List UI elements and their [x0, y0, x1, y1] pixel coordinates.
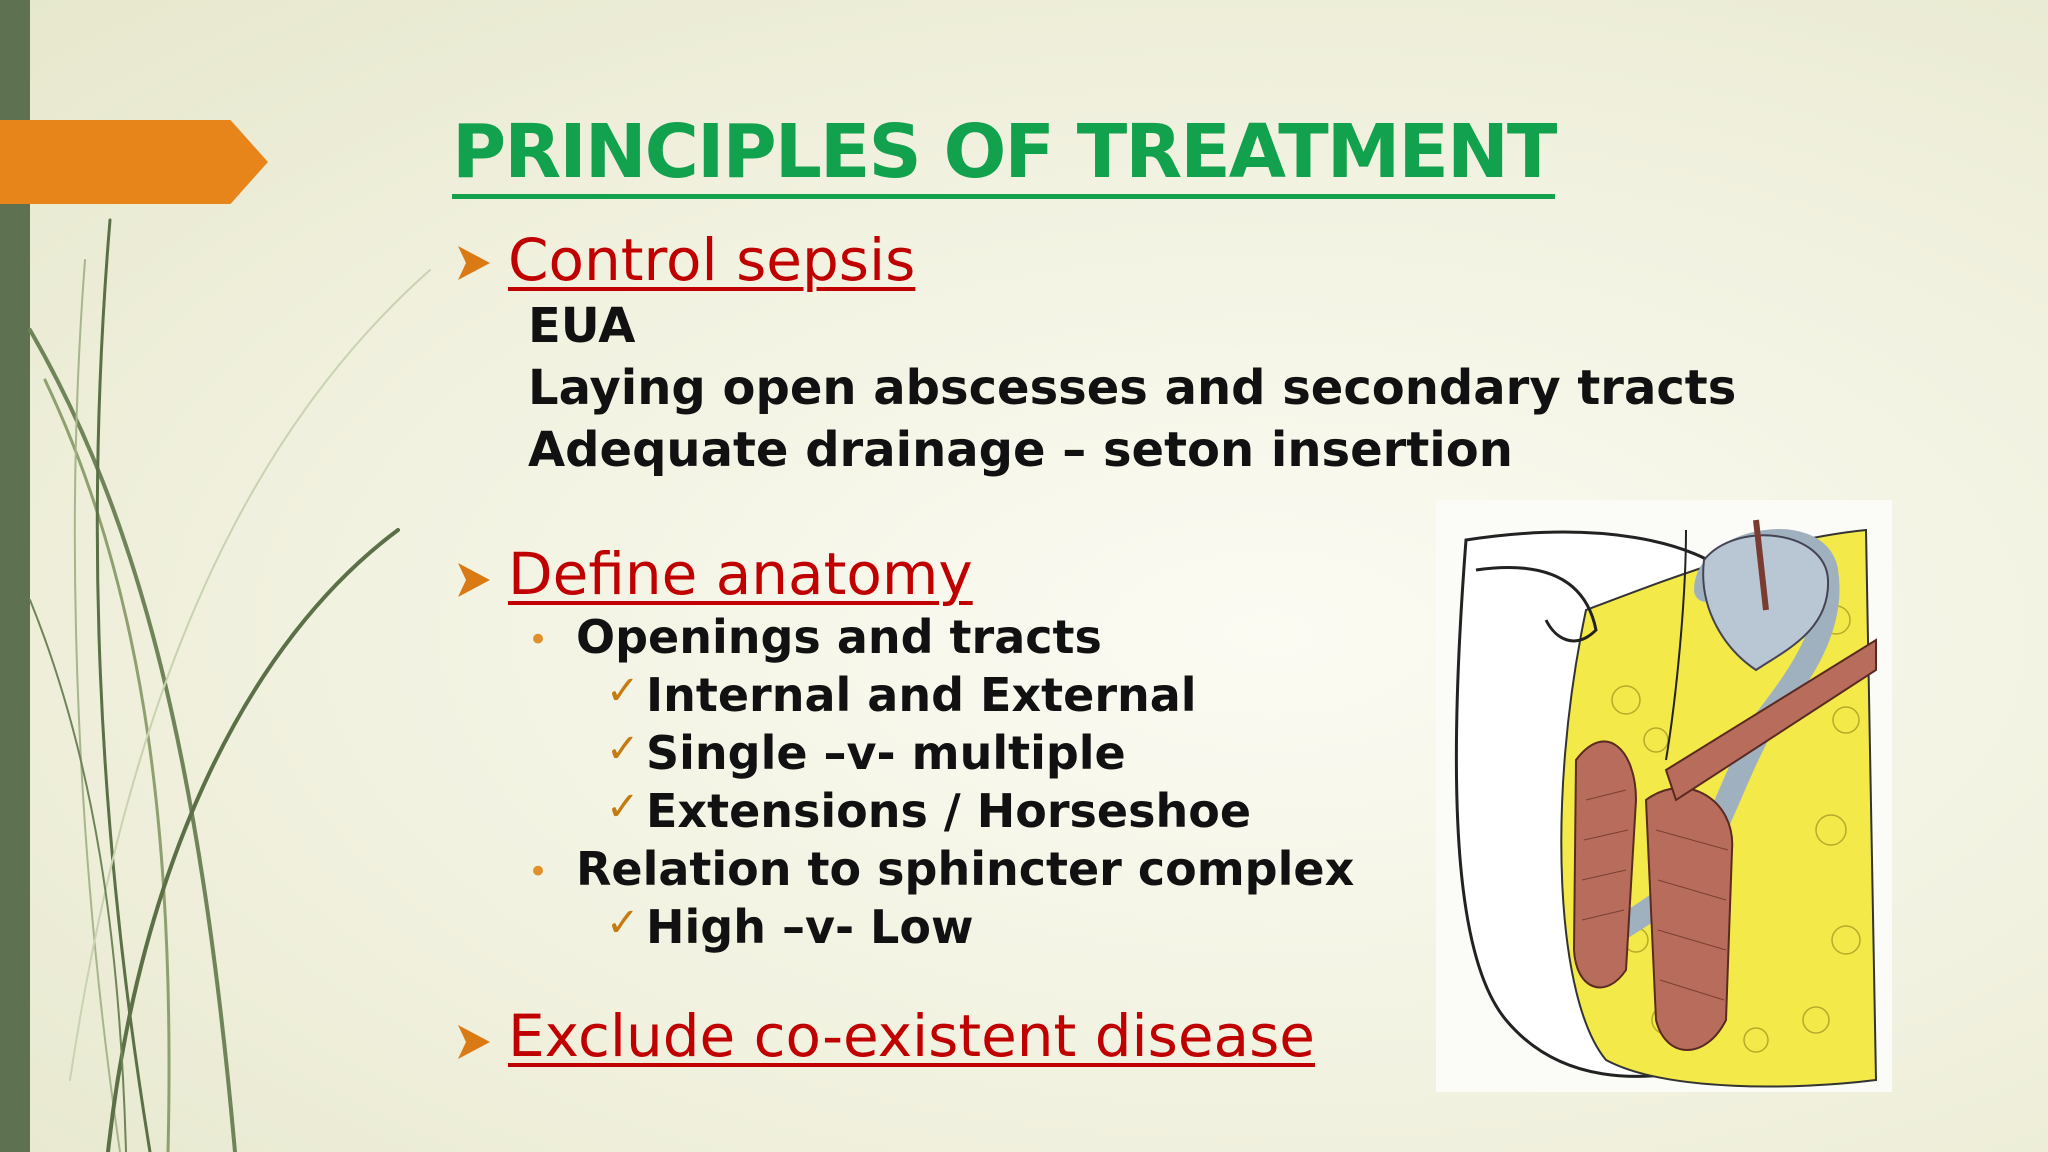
anal-fistula-anatomy-illustration [1436, 500, 1892, 1092]
checkmark-icon: ✓ [606, 668, 640, 714]
check-item: Extensions / Horseshoe [646, 784, 1252, 838]
slide-title: PRINCIPLES OF TREATMENT [452, 112, 1557, 199]
checkmark-icon: ✓ [606, 900, 640, 946]
arrow-bullet-icon [454, 1016, 494, 1074]
check-item: Single –v- multiple [646, 726, 1126, 780]
section-line: Adequate drainage – seton insertion [528, 422, 1513, 478]
dot-bullet-icon: • [528, 852, 549, 892]
checkmark-icon: ✓ [606, 726, 640, 772]
section-heading-define-anatomy: Define anatomy [508, 540, 973, 608]
checkmark-icon: ✓ [606, 784, 640, 830]
check-item: High –v- Low [646, 900, 974, 954]
arrow-bullet-icon [454, 554, 494, 612]
arrow-bullet-icon [454, 237, 494, 295]
section-heading-control-sepsis: Control sepsis [508, 226, 916, 294]
section-line: Laying open abscesses and secondary trac… [528, 360, 1737, 416]
check-item: Internal and External [646, 668, 1197, 722]
bullet-item: Openings and tracts [576, 610, 1102, 664]
section-heading-exclude-disease: Exclude co-existent disease [508, 1002, 1315, 1070]
bullet-item: Relation to sphincter complex [576, 842, 1355, 896]
dot-bullet-icon: • [528, 620, 549, 660]
section-line: EUA [528, 298, 636, 354]
orange-arrow-tab [0, 120, 268, 204]
